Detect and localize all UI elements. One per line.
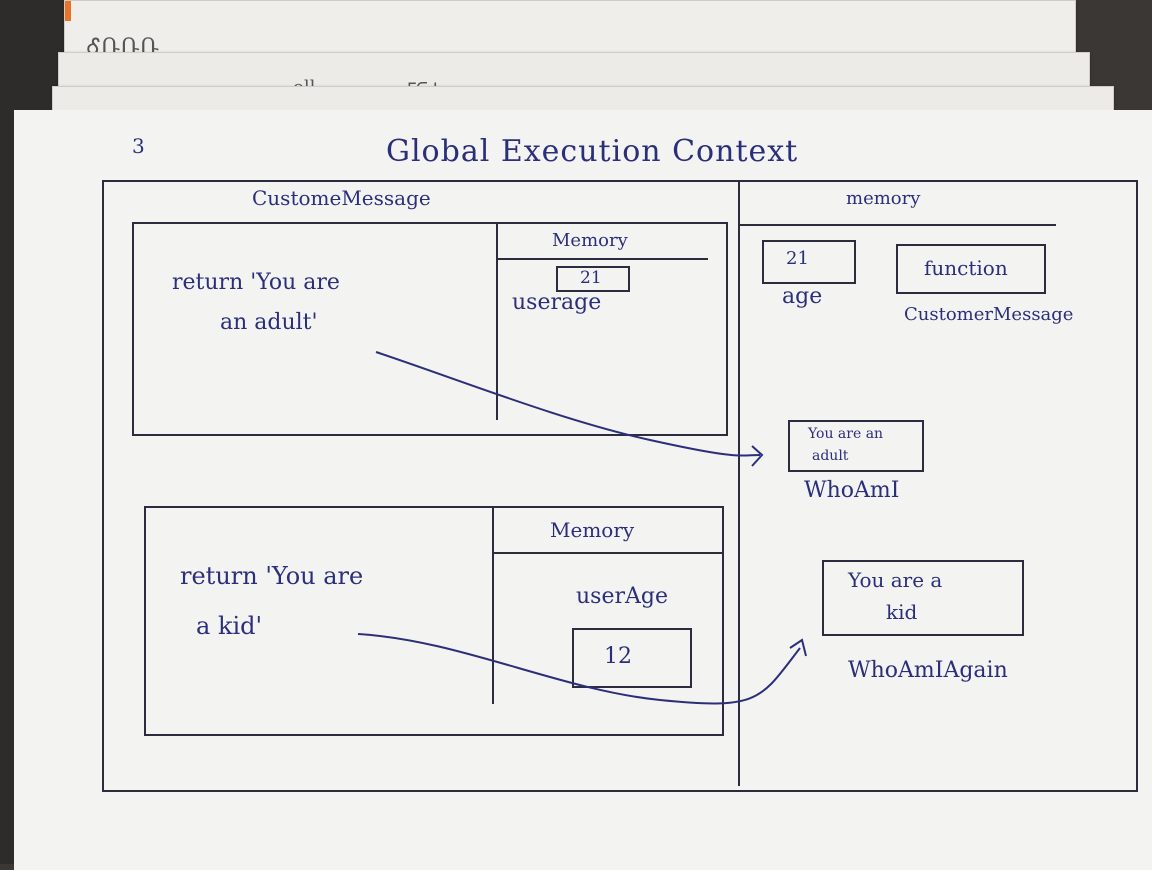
- diagram-title: Global Execution Context: [386, 134, 799, 169]
- exec-context-2-code-line1: return 'You are: [180, 562, 364, 590]
- global-customermessage-label: CustomerMessage: [904, 304, 1074, 325]
- exec-context-1-memory-header: Memory: [552, 230, 628, 251]
- global-whoamiagain-value-line1: You are a: [848, 568, 943, 592]
- exec-context-1-memory-line: [498, 258, 708, 260]
- global-whoamiagain-box: You are a kid: [822, 560, 1024, 636]
- exec-context-1-userage-box: 21: [556, 266, 630, 292]
- global-whoami-label: WhoAmI: [804, 478, 900, 503]
- global-customermessage-value: function: [924, 256, 1008, 280]
- exec-context-2-userage-box: 12: [572, 628, 692, 688]
- exec-context-2-userage-value: 12: [604, 644, 632, 669]
- exec-context-1-code-line1: return 'You are: [172, 270, 340, 295]
- page-number: 3: [132, 134, 145, 158]
- global-whoamiagain-value-line2: kid: [886, 600, 918, 624]
- exec-context-1-userage-label: userage: [512, 290, 602, 315]
- global-age-box: 21: [762, 240, 856, 284]
- global-whoami-value-line2: adult: [812, 448, 849, 464]
- exec-context-2-memory-line: [494, 552, 722, 554]
- main-sheet: [14, 110, 1152, 870]
- orange-tab: [65, 1, 71, 21]
- exec-context-1-code-line2: an adult': [220, 310, 318, 335]
- global-memory-header-line: [740, 224, 1056, 226]
- global-memory-header: memory: [846, 188, 921, 209]
- exec-context-1-divider: [496, 224, 498, 420]
- exec-context-2-box: [144, 506, 724, 736]
- global-age-value: 21: [786, 248, 809, 269]
- exec-context-2-code-line2: a kid': [196, 612, 263, 640]
- global-execution-context-frame: [102, 180, 1138, 792]
- global-age-label: age: [782, 284, 823, 309]
- exec-context-1-label: CustomeMessage: [252, 186, 431, 210]
- exec-context-1-userage-value: 21: [580, 268, 602, 288]
- exec-context-2-divider: [492, 508, 494, 704]
- global-whoamiagain-label: WhoAmIAgain: [848, 658, 1008, 683]
- exec-context-2-memory-header: Memory: [550, 518, 635, 542]
- global-memory-divider: [738, 182, 740, 786]
- global-whoami-box: You are an adult: [788, 420, 924, 472]
- exec-context-2-userage-label: userAge: [576, 584, 668, 609]
- global-customermessage-box: function: [896, 244, 1046, 294]
- global-whoami-value-line1: You are an: [808, 426, 884, 442]
